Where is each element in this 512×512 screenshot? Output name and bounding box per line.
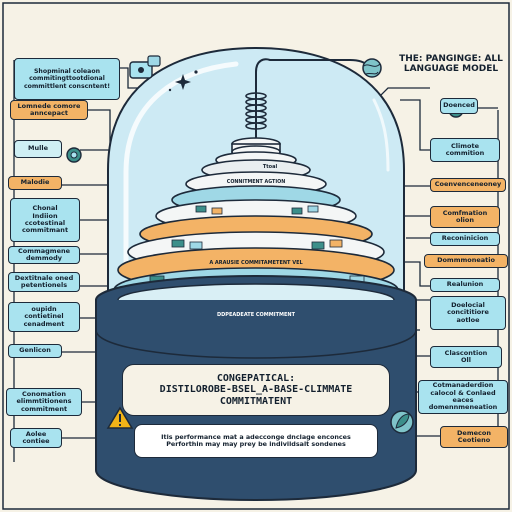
- dome-highlight: [123, 61, 239, 273]
- tier-text-top: CONNITMENT AGTION: [226, 180, 286, 185]
- tier-text-bottom: DDPEADEATE COMMITMENT: [217, 312, 295, 318]
- globe-icon: [362, 58, 382, 78]
- left-label-1: Lomnede comore anncepact: [10, 100, 88, 120]
- left-label-10: Aolee contiee: [10, 428, 62, 448]
- right-label-2: Climote commition: [430, 138, 500, 162]
- right-label-4: Comfmation olion: [430, 206, 500, 228]
- performance-note: Itis performance mat a adecconge dnclage…: [134, 424, 378, 458]
- left-label-8: Genlicon: [8, 344, 62, 358]
- right-label-7: Realunion: [430, 278, 500, 292]
- right-label-3: Coenvenceneoney: [430, 178, 506, 192]
- left-label-3: Malodie: [8, 176, 62, 190]
- warning-icon: [106, 406, 134, 429]
- left-label-7: oupidn contietinel cenadment: [8, 302, 80, 332]
- leaf-icon: [390, 410, 414, 434]
- main-panel-title: CONGEPATICAL: DISTILOROBE-BSEL̲A-BASE-CL…: [122, 364, 390, 416]
- right-label-6: Dommmoneatio: [424, 254, 508, 268]
- tier-small-label: Ttoal: [262, 164, 278, 170]
- tier-text-middle: A ARAUSIE COMMITAMETENT VEL: [209, 260, 303, 266]
- right-label-9: Clascontion Oll: [430, 346, 502, 368]
- spring-coil: [245, 92, 267, 130]
- left-label-9: Conomation elimmtitionens commitment: [6, 388, 82, 416]
- right-label-5: Reconinicion: [430, 232, 500, 246]
- sparkle-icon: [168, 70, 198, 92]
- right-label-8: Doelocial concititiore aotloe: [430, 296, 506, 330]
- left-label-4: Chonal Indiion ccotestinal commitmant: [10, 198, 80, 242]
- left-label-2: Mulle: [14, 140, 62, 158]
- right-label-10: Cotmanaderdion calocol & Conlaed eaces d…: [418, 380, 508, 414]
- left-label-6: Dextitnale oned petentionels: [8, 272, 80, 292]
- right-label-11: Demecon Ceotieno: [440, 426, 508, 448]
- header-note: Shopminal coleaon commitingttootdional c…: [14, 58, 120, 100]
- target-icon: [66, 147, 82, 163]
- chip-icon: [129, 55, 161, 79]
- left-label-5: Commagmene demmody: [8, 246, 80, 264]
- header-title: THE: PANGINGE: ALL LANGUAGE MODEL: [399, 53, 503, 74]
- right-label-1: Doenced: [440, 98, 478, 114]
